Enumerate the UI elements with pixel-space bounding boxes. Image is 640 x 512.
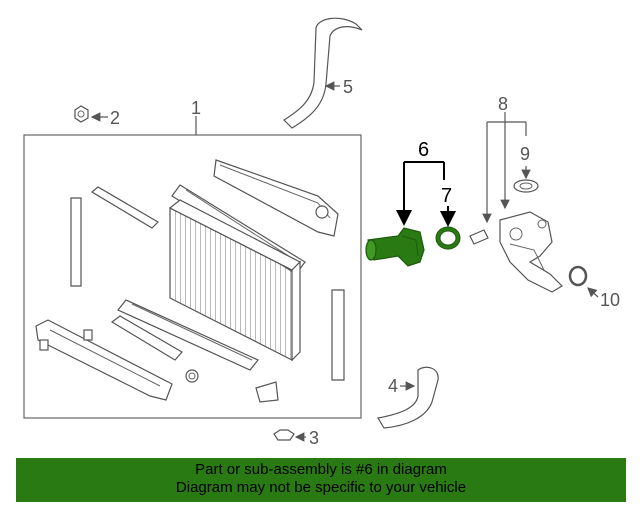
callout-2: 2 [110, 108, 120, 128]
banner-line-2: Diagram may not be specific to your vehi… [175, 479, 467, 496]
callout-9: 9 [520, 144, 530, 164]
part-8-thermostat-housing [469, 112, 563, 293]
callout-1: 1 [191, 98, 201, 118]
part-7-gasket-highlighted [435, 226, 461, 250]
part-5-upper-hose [283, 17, 363, 129]
part-3-clip [273, 429, 306, 442]
banner-line-1: Part or sub-assembly is #6 in diagram [195, 461, 447, 478]
callout-4: 4 [388, 376, 398, 396]
part-6-water-inlet-highlighted [365, 227, 425, 267]
part-9-cap [513, 166, 539, 193]
callout-8: 8 [498, 94, 508, 114]
part-4-lower-hose [377, 366, 439, 429]
radiator-assembly [23, 116, 362, 419]
callout-7: 7 [441, 185, 452, 207]
parts-diagram: 1 2 3 4 5 6 7 8 9 10 [23, 17, 620, 448]
callout-10: 10 [600, 290, 620, 310]
highlight-notice-banner: Part or sub-assembly is #6 in diagram Di… [16, 458, 626, 502]
highlight-leaders [396, 161, 456, 227]
part-2-nut [74, 105, 108, 123]
part-10-oring [568, 265, 599, 298]
callout-3: 3 [309, 428, 319, 448]
callout-5: 5 [343, 77, 353, 97]
callout-6: 6 [418, 139, 429, 161]
